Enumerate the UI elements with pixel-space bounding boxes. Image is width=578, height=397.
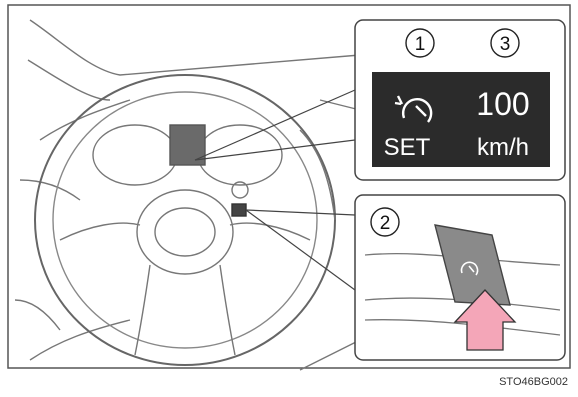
callout-3: 3	[500, 34, 511, 55]
speed-value: 100	[476, 86, 529, 122]
callout-1: 1	[415, 34, 426, 55]
callout-2: 2	[380, 213, 391, 234]
speed-unit: km/h	[477, 134, 529, 161]
figure-code: STO46BG002	[499, 376, 568, 388]
set-label: SET	[384, 134, 431, 161]
